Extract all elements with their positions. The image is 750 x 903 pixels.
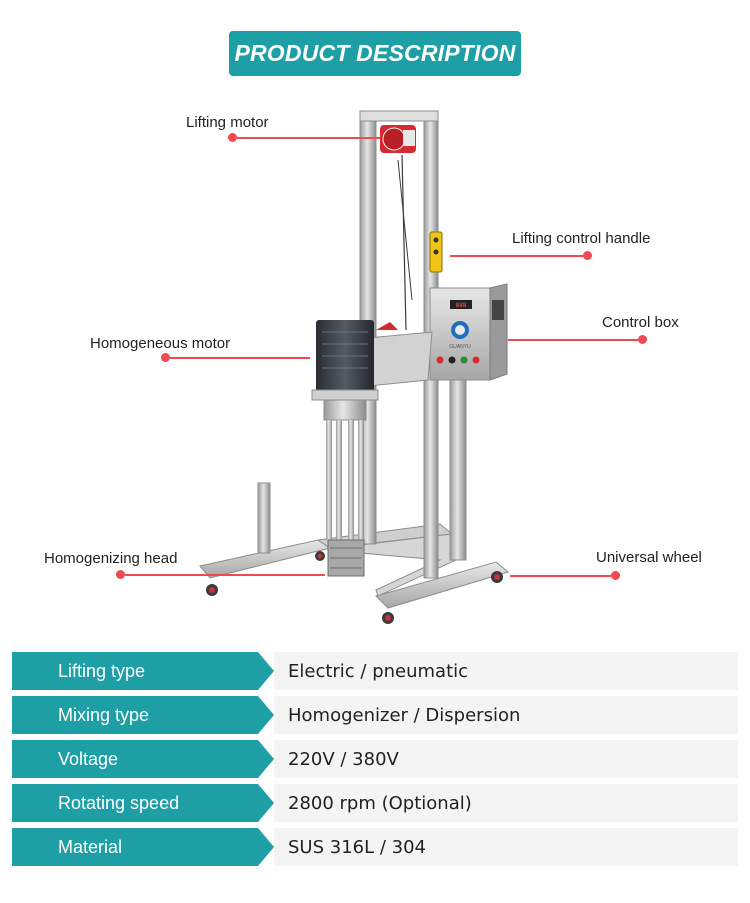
lifting-motor	[380, 125, 416, 153]
top-beam	[359, 110, 439, 122]
callout-dot	[116, 570, 125, 579]
homogenizer-machine-image: 888 GUANYU	[199, 110, 510, 624]
spec-value: Homogenizer / Dispersion	[274, 696, 738, 734]
callout-homogeneous-motor: Homogeneous motor	[90, 335, 231, 352]
spec-value: 2800 rpm (Optional)	[274, 784, 738, 822]
callout-pointer	[450, 255, 583, 257]
spec-key: Mixing type	[12, 696, 274, 734]
spec-key: Lifting type	[12, 652, 274, 690]
callout-dot	[583, 251, 592, 260]
control-box: 888 GUANYU	[429, 283, 508, 381]
callout-pointer	[170, 357, 310, 359]
page-title: PRODUCT DESCRIPTION	[229, 31, 521, 76]
table-row: Material SUS 316L / 304	[12, 828, 738, 866]
table-row: Lifting type Electric / pneumatic	[12, 652, 738, 690]
spec-value: SUS 316L / 304	[274, 828, 738, 866]
callout-pointer	[237, 137, 380, 139]
spec-key: Rotating speed	[12, 784, 274, 822]
spec-key: Material	[12, 828, 274, 866]
table-row: Mixing type Homogenizer / Dispersion	[12, 696, 738, 734]
callout-homogenizing-head: Homogenizing head	[44, 550, 178, 567]
base-right-bar	[375, 561, 510, 609]
table-row: Voltage 220V / 380V	[12, 740, 738, 778]
callout-pointer	[125, 574, 325, 576]
homogeneous-motor	[311, 320, 379, 401]
spec-key: Voltage	[12, 740, 274, 778]
table-row: Rotating speed 2800 rpm (Optional)	[12, 784, 738, 822]
callout-universal-wheel: Universal wheel	[596, 549, 702, 566]
callout-dot	[611, 571, 620, 580]
brand-text: GUANYU	[449, 344, 471, 350]
svg-text:888: 888	[456, 302, 467, 309]
callout-lifting-control-handle: Lifting control handle	[512, 230, 651, 247]
callout-control-box: Control box	[602, 314, 679, 331]
callout-dot	[638, 335, 647, 344]
callout-pointer	[508, 339, 638, 341]
callout-dot	[161, 353, 170, 362]
wheel-icon	[206, 551, 503, 624]
callout-lifting-motor: Lifting motor	[186, 114, 269, 131]
spec-value: 220V / 380V	[274, 740, 738, 778]
callout-pointer	[510, 575, 611, 577]
spec-value: Electric / pneumatic	[274, 652, 738, 690]
callout-dot	[228, 133, 237, 142]
